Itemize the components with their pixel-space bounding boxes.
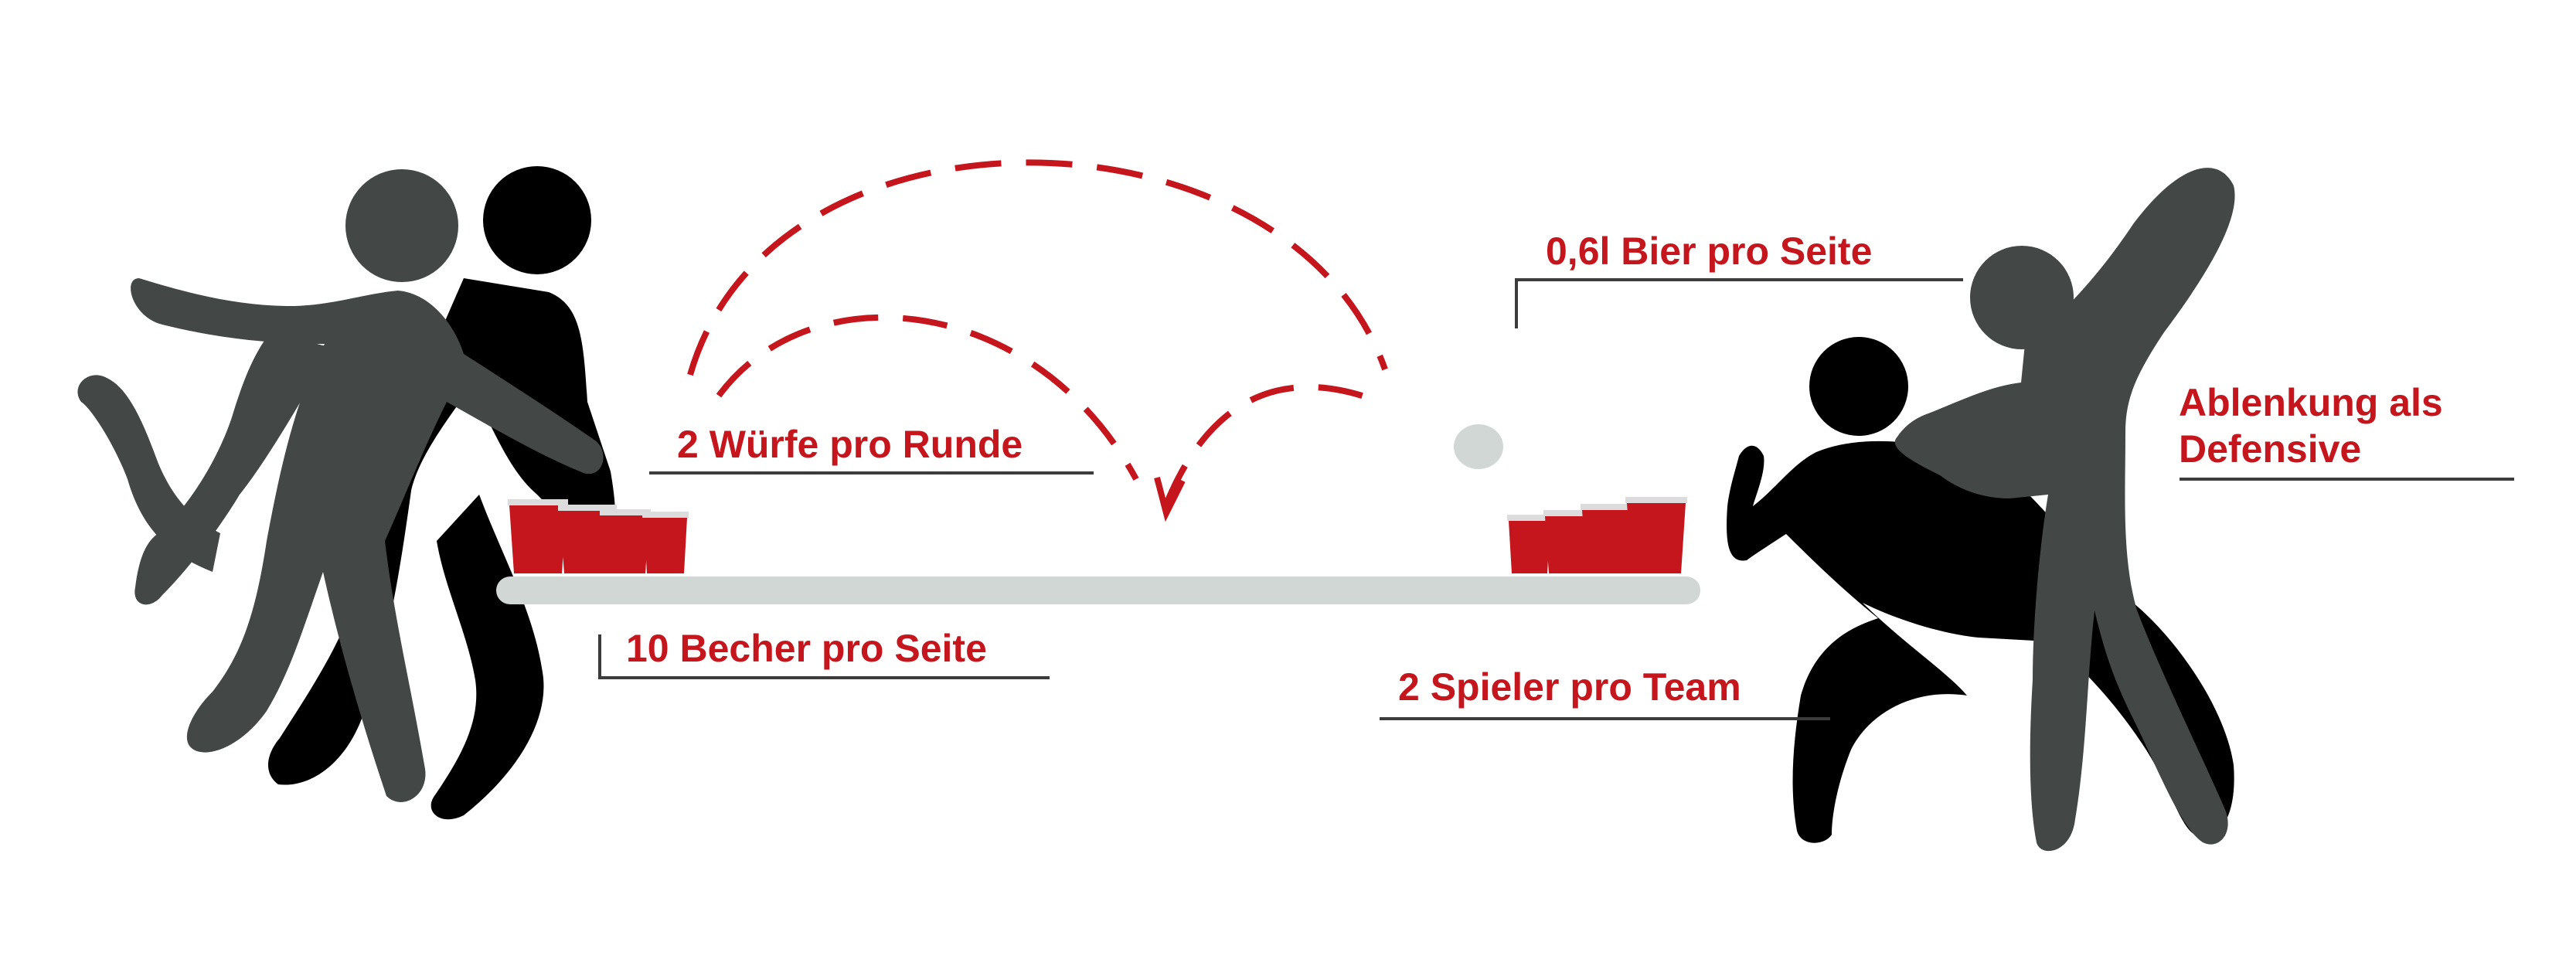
ping-pong-ball-icon: [1454, 424, 1503, 469]
outer-throw-arc: [687, 159, 1388, 376]
red-cup-icon: [642, 512, 689, 573]
defense-label-line1: Ablenkung als: [2179, 381, 2443, 424]
right-team-players-icon: [1727, 168, 2235, 852]
bounce-arc: [1162, 383, 1377, 508]
inner-throw-arc: [716, 314, 1139, 481]
red-cup-icon: [1625, 497, 1687, 573]
players-per-team-label: 2 Spieler pro Team: [1398, 665, 1741, 709]
red-cup-icon: [508, 499, 568, 573]
beer-per-side-label: 0,6l Bier pro Seite: [1546, 230, 1873, 273]
left-gray-player-icon: [77, 169, 604, 802]
cups-leader-line: [598, 634, 1050, 679]
leader-lines: [598, 278, 2514, 720]
throws-per-round-label: 2 Würfe pro Runde: [677, 423, 1023, 466]
right-black-player-icon: [1727, 337, 2234, 843]
right-cup-group: [1507, 497, 1687, 573]
beer-leader-line: [1515, 278, 1963, 328]
red-cup-icon: [1543, 510, 1594, 573]
defense-label-line2: Defensive: [2179, 427, 2362, 471]
beer-pong-table: [496, 577, 1700, 604]
right-gray-player-icon: [1894, 168, 2235, 852]
bounce-marker: [1154, 476, 1186, 522]
red-cup-icon: [1507, 515, 1552, 573]
left-team-players-icon: [77, 166, 615, 820]
red-cup-icon: [600, 509, 651, 573]
red-cup-icon: [558, 505, 617, 573]
left-cup-group: [508, 499, 689, 573]
dashed-throw-arc-icon: [687, 159, 1388, 522]
cups-per-side-label: 10 Becher pro Seite: [626, 627, 987, 670]
red-cup-icon: [1581, 504, 1639, 573]
